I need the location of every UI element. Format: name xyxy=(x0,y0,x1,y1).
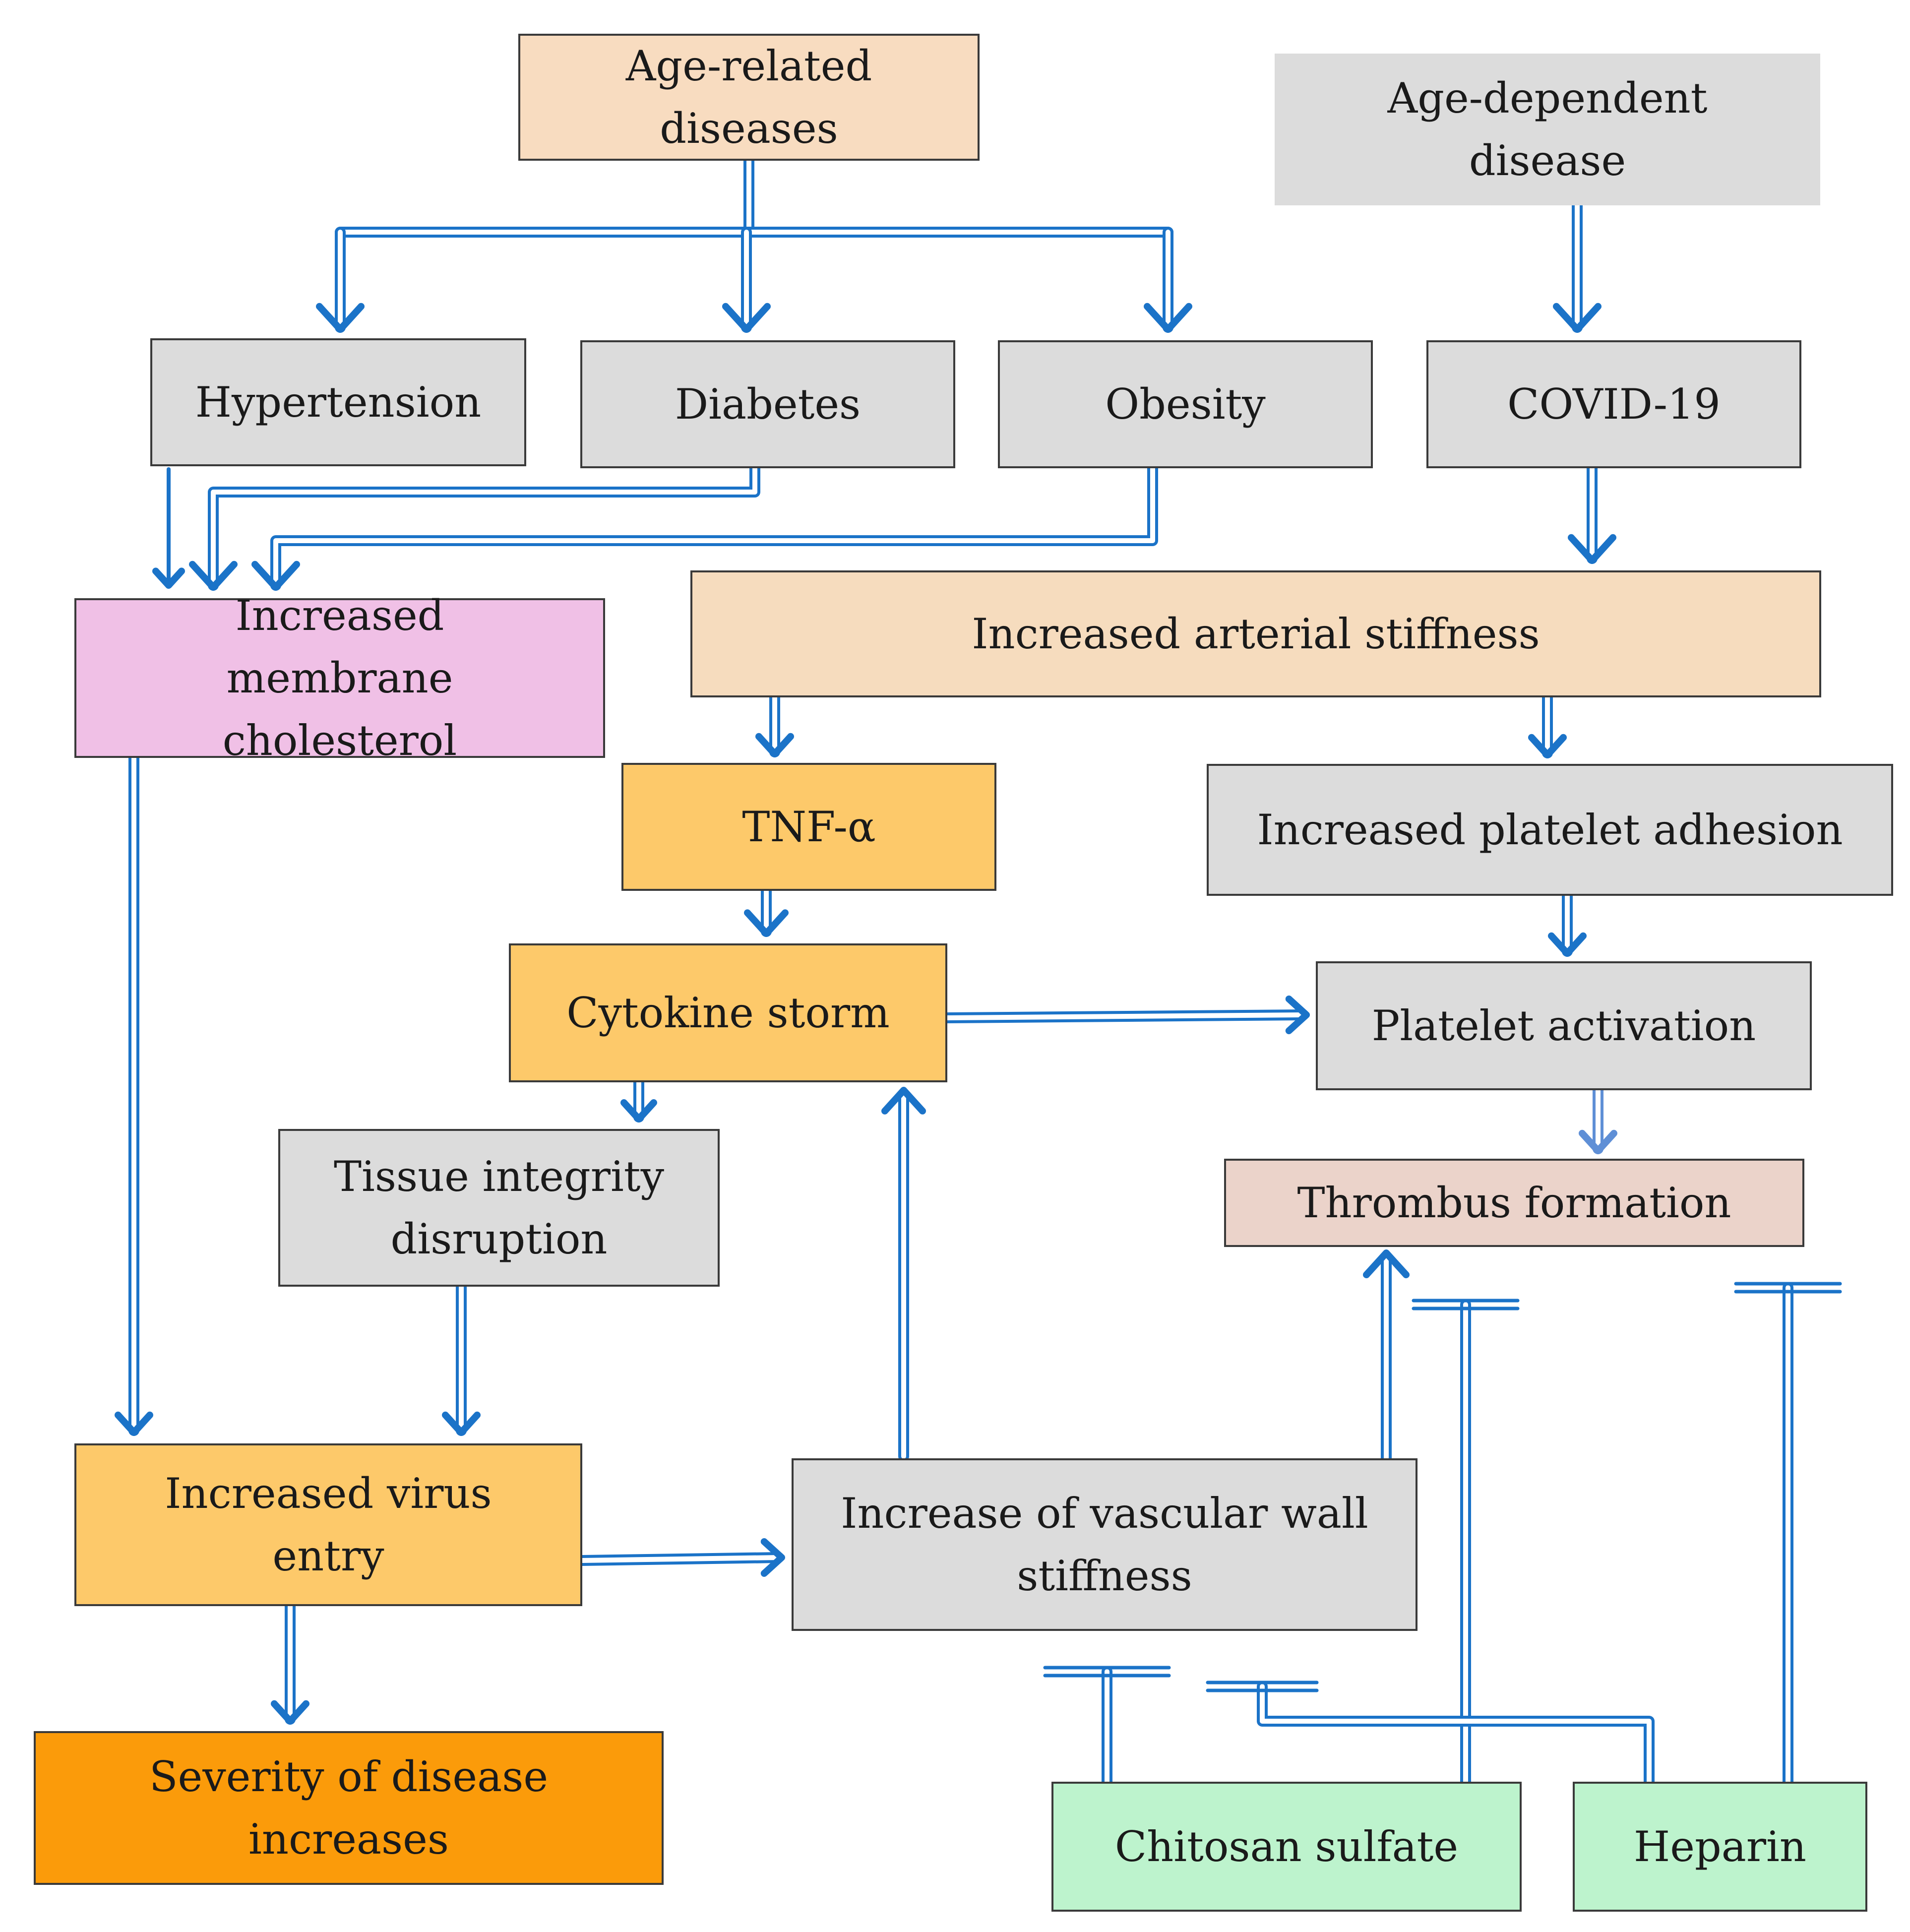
adhesion-to-activation-arrowhead xyxy=(1548,932,1587,957)
to-hypertension-arrowhead xyxy=(316,303,365,333)
activation-to-thrombus-arrowhead xyxy=(1579,1129,1617,1154)
vascular-to-thrombus-arrowhead xyxy=(1363,1249,1410,1278)
obesity-node: Obesity xyxy=(998,340,1373,468)
tnf-alpha-node: TNF-α xyxy=(621,763,996,891)
thrombus-formation-node: Thrombus formation xyxy=(1224,1159,1804,1247)
vascular-wall-stiffness-node: Increase of vascular wall stiffness xyxy=(792,1458,1417,1631)
cytokine-to-activation-arrowhead xyxy=(1285,996,1310,1034)
obesity-to-cholesterol-arrowhead xyxy=(251,561,300,591)
obesity-to-cholesterol-connector xyxy=(270,463,1158,591)
tnf-to-cytokine-arrowhead xyxy=(744,909,789,937)
cytokine-to-tissue-arrowhead xyxy=(620,1099,657,1122)
virus-to-vascular-connector-gap xyxy=(580,1555,781,1563)
to-obesity-arrowhead xyxy=(1144,303,1192,333)
to-covid-arrowhead xyxy=(1553,303,1602,333)
age-related-diseases-node: Age-related diseases xyxy=(518,34,980,161)
diabetes-node: Diabetes xyxy=(580,340,955,468)
heparin-inhibits-connector-gap xyxy=(1260,1684,1652,1784)
cholesterol-to-virus-arrowhead xyxy=(115,1411,153,1436)
covid-to-arterial-arrowhead xyxy=(1568,534,1616,564)
platelet-adhesion-node: Increased platelet adhesion xyxy=(1207,764,1893,896)
arterial-to-tnf-arrowhead xyxy=(755,733,794,757)
virus-to-severity-arrowhead xyxy=(271,1700,309,1725)
arterial-stiffness-node: Increased arterial stiffness xyxy=(690,570,1821,697)
increased-virus-entry-node: Increased virus entry xyxy=(74,1443,582,1606)
severity-of-disease-node: Severity of disease increases xyxy=(34,1731,664,1885)
age-dependent-disease-node: Age-dependent disease xyxy=(1275,54,1820,205)
to-diabetes-arrowhead xyxy=(722,303,771,333)
obesity-to-cholesterol-connector-gap xyxy=(273,466,1155,588)
hypertension-to-cholesterol-arrowhead xyxy=(152,567,185,589)
tissue-integrity-disruption-node: Tissue integrity disruption xyxy=(278,1129,720,1287)
diabetes-to-cholesterol-arrowhead xyxy=(189,561,238,591)
chitosan-sulfate-node: Chitosan sulfate xyxy=(1051,1782,1522,1912)
covid-19-node: COVID-19 xyxy=(1426,340,1801,468)
heparin-node: Heparin xyxy=(1573,1782,1867,1912)
diabetes-to-cholesterol-connector-gap xyxy=(211,466,757,588)
tissue-to-virus-arrowhead xyxy=(442,1411,481,1436)
cytokine-to-activation-connector-gap xyxy=(945,1012,1306,1020)
platelet-activation-node: Platelet activation xyxy=(1316,961,1812,1090)
cytokine-storm-node: Cytokine storm xyxy=(509,943,947,1082)
membrane-cholesterol-node: Increased membrane cholesterol xyxy=(74,591,605,765)
vascular-to-cytokine-arrowhead xyxy=(881,1087,926,1115)
heparin-inhibits-connector xyxy=(1257,1681,1655,1787)
arterial-to-adhesion-arrowhead xyxy=(1528,734,1567,758)
hypertension-node: Hypertension xyxy=(150,338,526,466)
virus-to-vascular-arrowhead xyxy=(760,1538,785,1577)
